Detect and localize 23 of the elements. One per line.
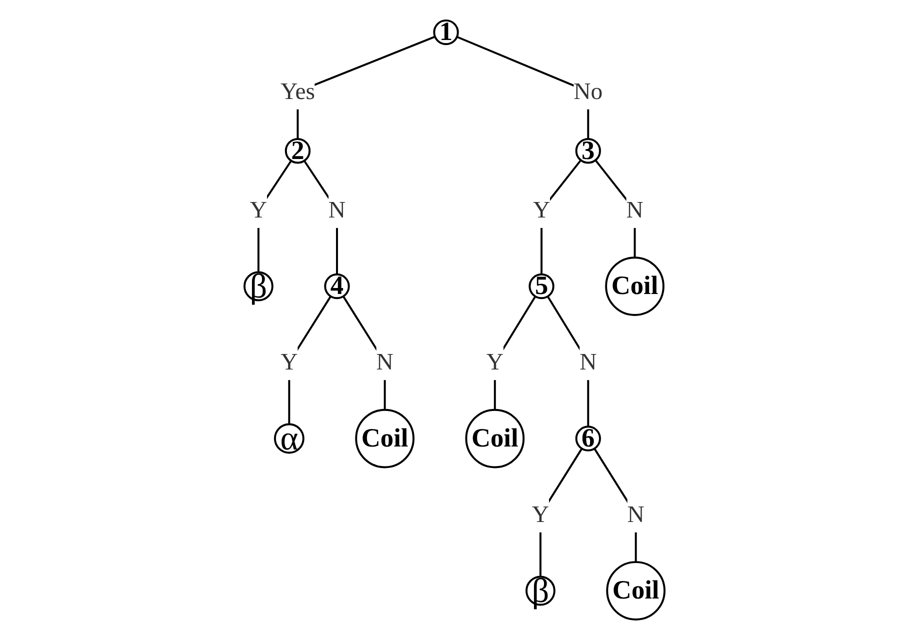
edge-label: N [627, 500, 644, 528]
node-circle: 6 [575, 426, 601, 452]
node-circle: Coil [606, 561, 666, 620]
node-circle: Coil [355, 408, 414, 468]
node-circle: Coil [465, 408, 525, 468]
node-circle: 3 [575, 138, 601, 164]
edge-label: Y [486, 348, 504, 375]
node-circle: α [274, 423, 304, 454]
edge-label: No [574, 78, 603, 104]
node-circle: Coil [605, 256, 664, 316]
edge-label: N [376, 348, 394, 375]
edge-label: N [580, 348, 597, 375]
edge-label: Yes [280, 78, 315, 104]
node-circle: 2 [284, 138, 311, 164]
edge-label: Y [532, 196, 550, 223]
edge-label: N [328, 196, 346, 223]
node-circle: 4 [324, 273, 350, 300]
node-circle: 1 [433, 19, 459, 46]
edge-label: N [626, 196, 644, 223]
edge-label: Y [532, 500, 550, 528]
edge-label: Y [280, 348, 298, 375]
edge-label: Y [250, 196, 268, 223]
node-circle: 5 [528, 273, 554, 300]
